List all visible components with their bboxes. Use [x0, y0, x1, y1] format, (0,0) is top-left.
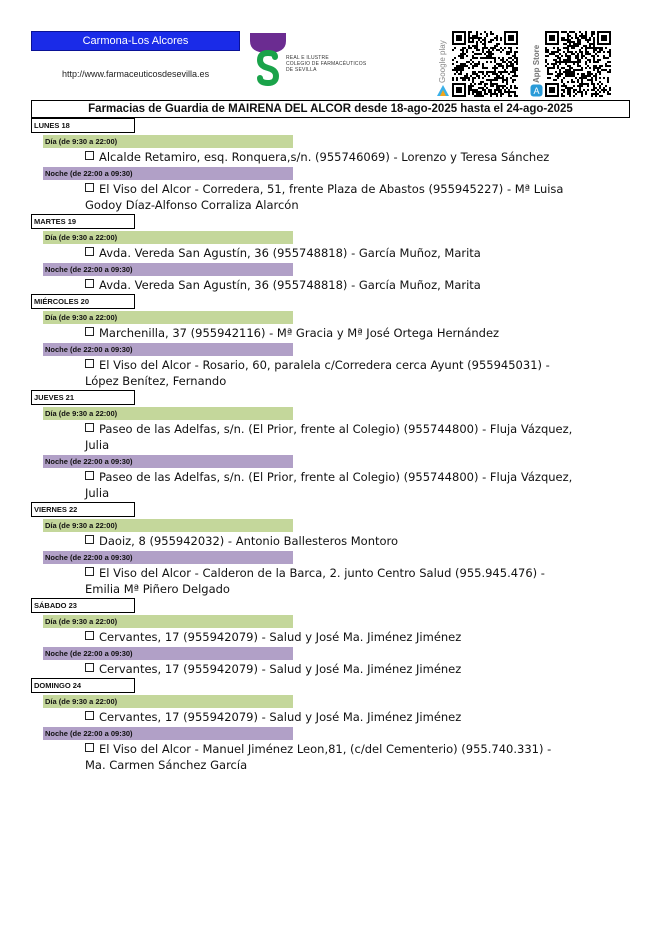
pharmacy-entry: Cervantes, 17 (955942079) - Salud y José…: [85, 708, 575, 725]
pharmacy-entry: Marchenilla, 37 (955942116) - Mª Gracia …: [85, 324, 575, 341]
college-logo-icon: [250, 33, 286, 87]
day-shift-label: Día (de 9:30 a 22:00): [43, 407, 293, 420]
checkbox-bullet-icon: [85, 535, 94, 544]
page-header: Carmona-Los Alcores http://www.farmaceut…: [0, 0, 661, 100]
night-shift-label: Noche (de 22:00 a 09:30): [43, 647, 293, 660]
pharmacy-entry-text: El Viso del Alcor - Corredera, 51, frent…: [85, 182, 564, 212]
night-shift-label: Noche (de 22:00 a 09:30): [43, 455, 293, 468]
google-play-badge[interactable]: Google play: [436, 31, 450, 99]
day-shift-label: Día (de 9:30 a 22:00): [43, 519, 293, 532]
checkbox-bullet-icon: [85, 663, 94, 672]
checkbox-bullet-icon: [85, 631, 94, 640]
pharmacy-entry: Avda. Vereda San Agustín, 36 (955748818)…: [85, 244, 575, 261]
day-block: MIÉRCOLES 20 Día (de 9:30 a 22:00) Marchen…: [31, 294, 631, 389]
pharmacy-entry-text: El Viso del Alcor - Calderon de la Barca…: [85, 566, 545, 596]
day-label: SÁBADO 23: [31, 598, 135, 613]
day-block: MARTES 19 Día (de 9:30 a 22:00) Avda. Vere…: [31, 214, 631, 293]
pharmacy-entry: El Viso del Alcor - Corredera, 51, frent…: [85, 180, 575, 213]
day-shift-label: Día (de 9:30 a 22:00): [43, 311, 293, 324]
schedule-list: LUNES 18 Día (de 9:30 a 22:00) Alcalde Ret…: [31, 118, 631, 774]
checkbox-bullet-icon: [85, 471, 94, 480]
pharmacy-entry: Alcalde Retamiro, esq. Ronquera,s/n. (95…: [85, 148, 575, 165]
day-shift-label: Día (de 9:30 a 22:00): [43, 695, 293, 708]
night-shift-label: Noche (de 22:00 a 09:30): [43, 551, 293, 564]
checkbox-bullet-icon: [85, 183, 94, 192]
pharmacy-entry-text: Alcalde Retamiro, esq. Ronquera,s/n. (95…: [99, 150, 550, 164]
pharmacy-entry-text: El Viso del Alcor - Rosario, 60, paralel…: [85, 358, 550, 388]
checkbox-bullet-icon: [85, 567, 94, 576]
day-label: VIERNES 22: [31, 502, 135, 517]
checkbox-bullet-icon: [85, 359, 94, 368]
pharmacy-entry: Avda. Vereda San Agustín, 36 (955748818)…: [85, 276, 575, 293]
day-shift-label: Día (de 9:30 a 22:00): [43, 231, 293, 244]
pharmacy-entry-text: Cervantes, 17 (955942079) - Salud y José…: [99, 662, 462, 676]
day-shift-label: Día (de 9:30 a 22:00): [43, 135, 293, 148]
pharmacy-entry-text: El Viso del Alcor - Manuel Jiménez Leon,…: [85, 742, 552, 772]
pharmacy-entry: Cervantes, 17 (955942079) - Salud y José…: [85, 628, 575, 645]
pharmacy-entry: Paseo de las Adelfas, s/n. (El Prior, fr…: [85, 420, 575, 453]
checkbox-bullet-icon: [85, 327, 94, 336]
night-shift-label: Noche (de 22:00 a 09:30): [43, 263, 293, 276]
svg-text:A: A: [533, 86, 539, 96]
pharmacy-entry-text: Cervantes, 17 (955942079) - Salud y José…: [99, 630, 462, 644]
day-label: MIÉRCOLES 20: [31, 294, 135, 309]
day-block: LUNES 18 Día (de 9:30 a 22:00) Alcalde Ret…: [31, 118, 631, 213]
app-store-badge[interactable]: App Store A: [530, 31, 544, 99]
pharmacy-entry-text: Marchenilla, 37 (955942116) - Mª Gracia …: [99, 326, 500, 340]
google-play-qr-code[interactable]: [452, 31, 518, 97]
day-block: JUEVES 21 Día (de 9:30 a 22:00) Paseo de l…: [31, 390, 631, 501]
day-shift-label: Día (de 9:30 a 22:00): [43, 615, 293, 628]
app-store-icon: A: [530, 84, 543, 97]
day-block: VIERNES 22 Día (de 9:30 a 22:00) Daoiz, 8 …: [31, 502, 631, 597]
checkbox-bullet-icon: [85, 247, 94, 256]
pharmacy-entry-text: Cervantes, 17 (955942079) - Salud y José…: [99, 710, 462, 724]
pharmacy-entry: El Viso del Alcor - Calderon de la Barca…: [85, 564, 575, 597]
pharmacy-entry-text: Avda. Vereda San Agustín, 36 (955748818)…: [99, 278, 481, 292]
night-shift-label: Noche (de 22:00 a 09:30): [43, 727, 293, 740]
pharmacy-entry: El Viso del Alcor - Rosario, 60, paralel…: [85, 356, 575, 389]
pharmacy-entry: Paseo de las Adelfas, s/n. (El Prior, fr…: [85, 468, 575, 501]
night-shift-label: Noche (de 22:00 a 09:30): [43, 343, 293, 356]
pharmacy-entry-text: Paseo de las Adelfas, s/n. (El Prior, fr…: [85, 470, 573, 500]
college-name: REAL E ILUSTRE COLEGIO DE FARMACÉUTICOS …: [286, 55, 367, 73]
pharmacy-entry: Cervantes, 17 (955942079) - Salud y José…: [85, 660, 575, 677]
day-block: SÁBADO 23 Día (de 9:30 a 22:00) Cervantes,…: [31, 598, 631, 677]
checkbox-bullet-icon: [85, 743, 94, 752]
website-url[interactable]: http://www.farmaceuticosdesevilla.es: [62, 69, 210, 79]
pharmacy-entry-text: Avda. Vereda San Agustín, 36 (955748818)…: [99, 246, 481, 260]
app-store-qr-code[interactable]: [545, 31, 611, 97]
checkbox-bullet-icon: [85, 151, 94, 160]
region-label: Carmona-Los Alcores: [31, 31, 240, 51]
pharmacy-entry-text: Paseo de las Adelfas, s/n. (El Prior, fr…: [85, 422, 573, 452]
page-title: Farmacias de Guardia de MAIRENA DEL ALCO…: [31, 100, 630, 118]
pharmacy-entry-text: Daoiz, 8 (955942032) - Antonio Ballester…: [99, 534, 399, 548]
night-shift-label: Noche (de 22:00 a 09:30): [43, 167, 293, 180]
checkbox-bullet-icon: [85, 279, 94, 288]
pharmacy-entry: Daoiz, 8 (955942032) - Antonio Ballester…: [85, 532, 575, 549]
day-block: DOMINGO 24 Día (de 9:30 a 22:00) Cervantes…: [31, 678, 631, 773]
app-store-label: App Store: [532, 44, 541, 83]
google-play-label: Google play: [438, 40, 447, 83]
google-play-icon: [437, 85, 449, 96]
checkbox-bullet-icon: [85, 711, 94, 720]
checkbox-bullet-icon: [85, 423, 94, 432]
day-label: JUEVES 21: [31, 390, 135, 405]
day-label: MARTES 19: [31, 214, 135, 229]
day-label: DOMINGO 24: [31, 678, 135, 693]
day-label: LUNES 18: [31, 118, 135, 133]
pharmacy-entry: El Viso del Alcor - Manuel Jiménez Leon,…: [85, 740, 575, 773]
